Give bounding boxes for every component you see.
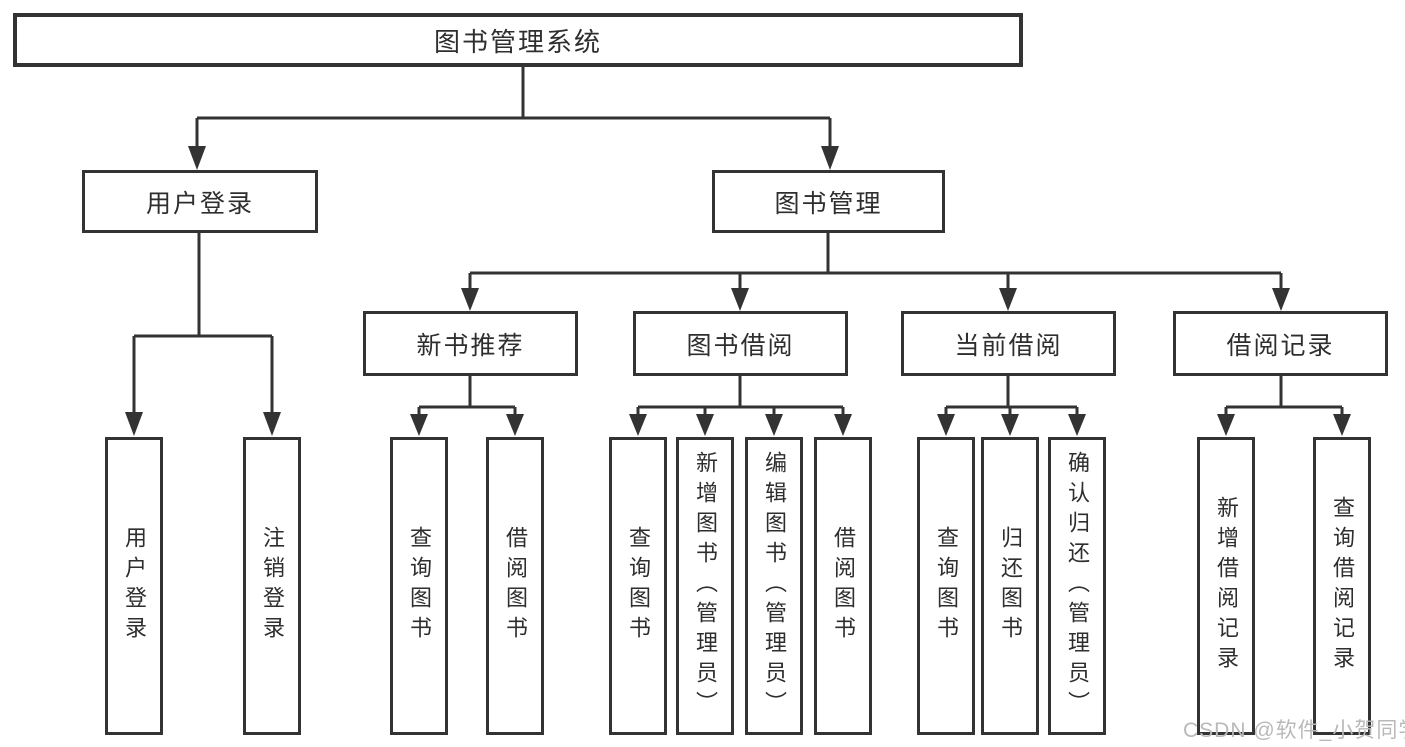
leaf-label: 新增图书（管理员）	[693, 451, 718, 721]
leaf-label: 查询借阅记录	[1330, 496, 1355, 676]
node-borrow-records: 借阅记录	[1173, 311, 1388, 376]
leaf-borrow-books-recommend: 借阅图书	[486, 437, 544, 735]
leaf-confirm-return-admin: 确认归还（管理员）	[1048, 437, 1106, 735]
node-book-management: 图书管理	[712, 170, 945, 233]
leaf-label: 借阅图书	[831, 526, 856, 646]
leaf-query-books-current: 查询图书	[917, 437, 975, 735]
leaf-label: 查询图书	[934, 526, 959, 646]
node-root: 图书管理系统	[13, 13, 1023, 67]
leaf-add-book-admin: 新增图书（管理员）	[676, 437, 734, 735]
leaf-label: 确认归还（管理员）	[1065, 451, 1090, 721]
leaf-label: 新增借阅记录	[1214, 496, 1239, 676]
watermark-text: CSDN @软件_小贺同学	[1183, 719, 1405, 742]
node-user-login: 用户登录	[82, 170, 318, 233]
leaf-query-books-recommend: 查询图书	[390, 437, 448, 735]
leaf-label: 用户登录	[122, 526, 147, 646]
leaf-label: 查询图书	[626, 526, 651, 646]
leaf-user-login: 用户登录	[105, 437, 163, 735]
node-book-borrow: 图书借阅	[633, 311, 848, 376]
leaf-query-borrow-record: 查询借阅记录	[1313, 437, 1371, 735]
leaf-label: 归还图书	[998, 526, 1023, 646]
leaf-label: 查询图书	[407, 526, 432, 646]
node-current-borrow: 当前借阅	[901, 311, 1116, 376]
leaf-logout-login: 注销登录	[243, 437, 301, 735]
node-new-book-recommend: 新书推荐	[363, 311, 578, 376]
leaf-borrow-books: 借阅图书	[814, 437, 872, 735]
leaf-add-borrow-record: 新增借阅记录	[1197, 437, 1255, 735]
leaf-label: 借阅图书	[503, 526, 528, 646]
leaf-return-book: 归还图书	[981, 437, 1039, 735]
leaf-edit-book-admin: 编辑图书（管理员）	[745, 437, 803, 735]
leaf-query-books-borrow: 查询图书	[609, 437, 667, 735]
leaf-label: 注销登录	[260, 526, 285, 646]
leaf-label: 编辑图书（管理员）	[762, 451, 787, 721]
